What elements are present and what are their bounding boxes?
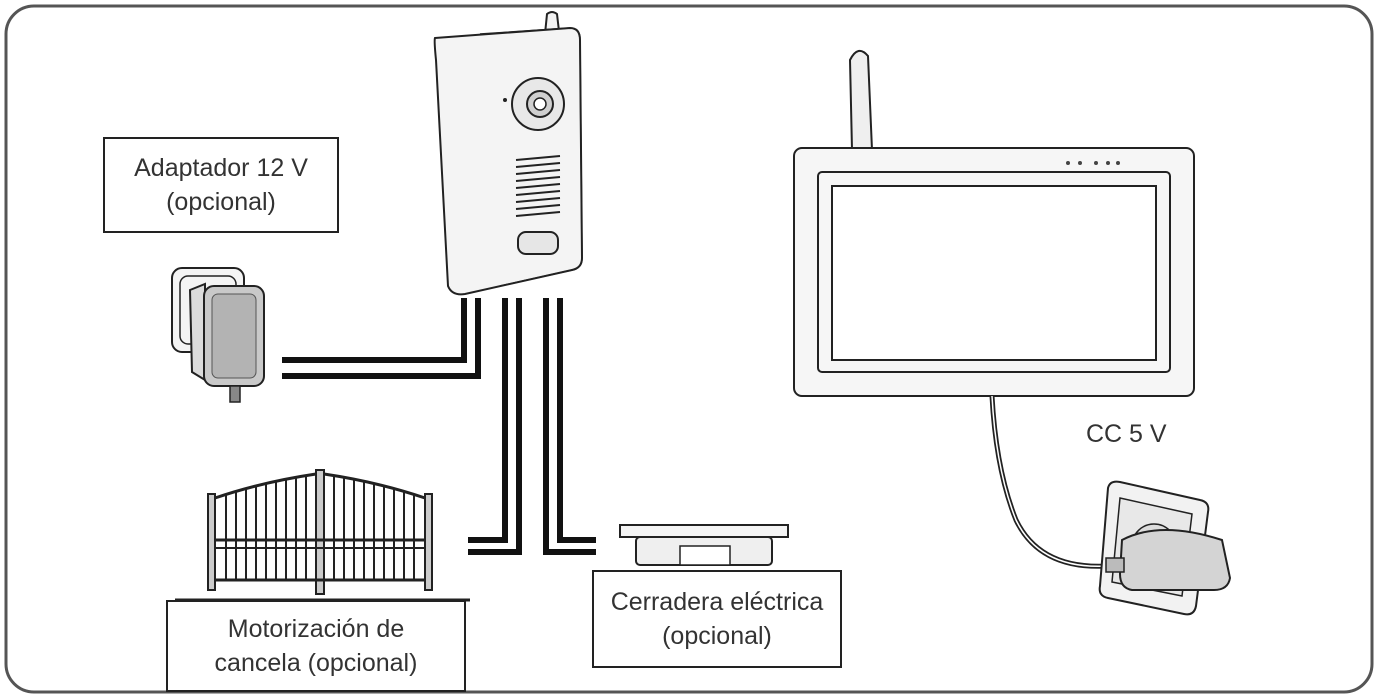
electric-lock-label-line1: Cerradera eléctrica [610, 588, 824, 616]
electric-lock-label-line2: (opcional) [662, 622, 772, 650]
electric-lock-icon [619, 524, 789, 566]
wall-outlet-adapter-icon [1098, 480, 1232, 616]
adapter-label-line2: (opcional) [166, 188, 276, 216]
outer-frame [4, 4, 1374, 694]
door-station-icon [433, 11, 584, 296]
monitor-icon [793, 49, 1195, 397]
power-adapter-icon [171, 267, 265, 403]
gate-icon [175, 469, 470, 602]
electric-lock-label-box: Cerradera eléctrica (opcional) [592, 570, 842, 668]
gate-motor-label-line1: Motorización de [227, 615, 405, 643]
gate-motor-label-line2: cancela (opcional) [214, 649, 418, 677]
adapter-label-box: Adaptador 12 V (opcional) [103, 137, 339, 233]
monitor-power-label: CC 5 V [1086, 420, 1167, 448]
gate-motor-label-box: Motorización de cancela (opcional) [166, 600, 466, 692]
adapter-label-line1: Adaptador 12 V [134, 154, 308, 182]
wires [282, 298, 596, 555]
